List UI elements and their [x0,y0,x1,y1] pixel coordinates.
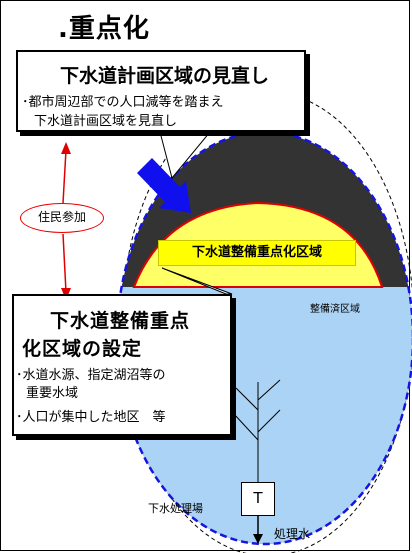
review-callout-pointer [159,131,212,180]
focus-setting-box [12,294,232,436]
plan-review-bullet-line1: ･都市周辺部での人口減等を踏まえ [22,95,224,110]
plan-review-bullet-line2: 下水道計画区域を見直し [34,114,178,129]
focus-setting-heading-line2: 化区域の設定 [22,338,143,360]
plan-review-box [16,50,306,132]
resident-participation-label: 住民参加 [20,203,104,233]
effluent-arrow-head [253,534,263,544]
effluent-label: 処理水 [274,527,311,541]
reviewed-planning-boundary [115,130,412,546]
treatment-plant-label: 下水処理場 [148,502,203,515]
resident-participation-arrows [62,149,67,293]
sewer-pipe-network [233,379,281,482]
page-title: .重点化 [58,14,150,44]
arrow-up-head [61,142,71,154]
review-direction-arrow [137,158,191,213]
developed-area-label: 整備済区域 [310,304,360,315]
focus-setting-bullet1-line1: ･水道水源、指定湖沼等の [16,368,166,383]
plan-review-heading: 下水道計画区域の見直し [60,65,270,87]
focus-setting-heading-line1: 下水道整備重点 [50,310,191,332]
focus-area-label: 下水道整備重点化区域 [158,240,356,266]
treatment-plant-symbol: T [241,482,275,516]
focus-setting-bullet1-line2: 重要水域 [26,386,79,401]
focus-setting-bullet2: ･人口が集中した地区 等 [16,410,166,425]
